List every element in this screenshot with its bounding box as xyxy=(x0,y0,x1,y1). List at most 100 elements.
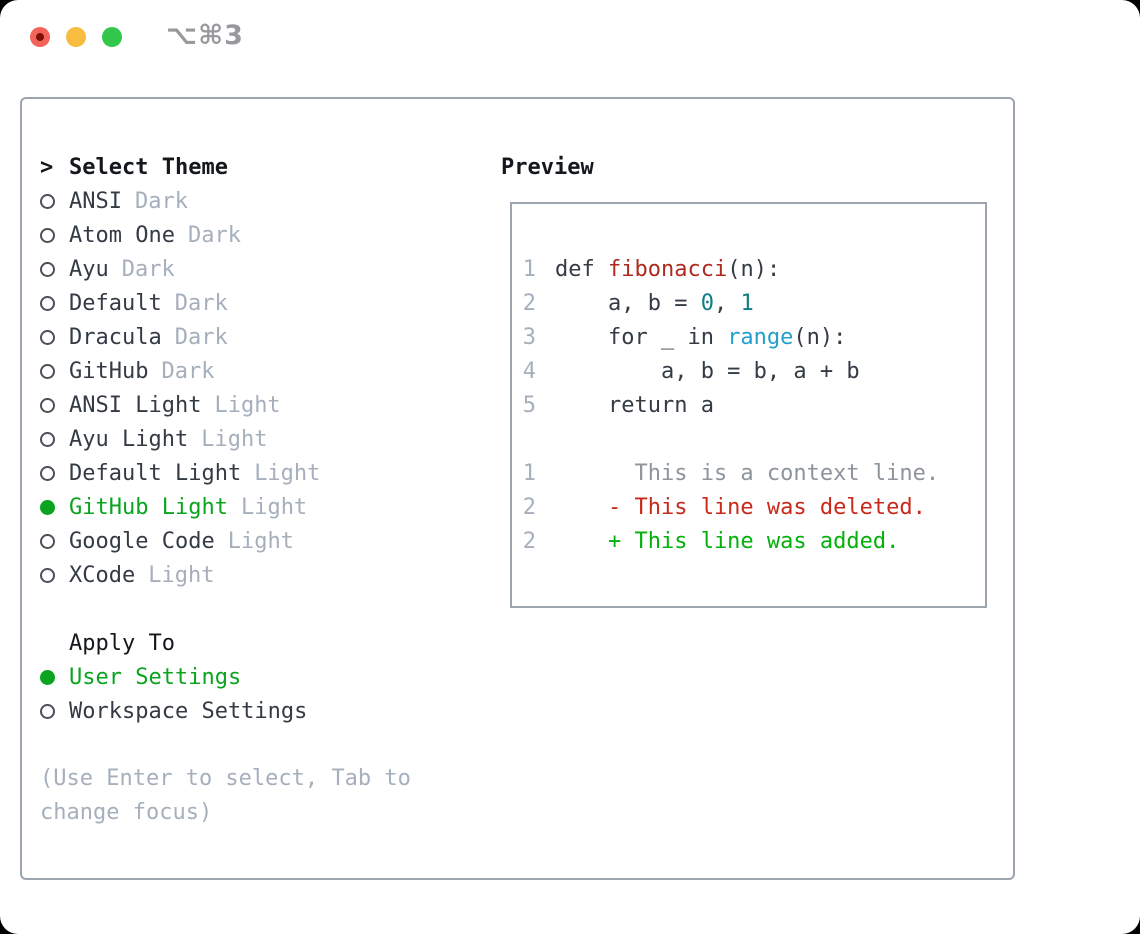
theme-variant-badge: Light xyxy=(148,562,215,588)
radio-unselected-icon xyxy=(40,431,55,447)
marker-gutter xyxy=(40,567,69,583)
apply-to-title: Apply To xyxy=(69,630,175,656)
titlebar: ⌥⌘3 xyxy=(0,0,1140,74)
traffic-light-minimize-button[interactable] xyxy=(66,27,86,47)
marker-gutter xyxy=(40,431,69,447)
theme-option-atom-one[interactable]: Atom One Dark xyxy=(40,218,470,252)
radio-unselected-icon xyxy=(40,329,55,345)
marker-gutter xyxy=(40,295,69,311)
theme-name: GitHub Light xyxy=(69,494,228,520)
code-token: return a xyxy=(555,392,714,418)
line-number: 1 xyxy=(522,256,536,282)
radio-selected-icon xyxy=(40,499,55,515)
preview-line: 1 This is a context line. xyxy=(522,456,985,490)
code-token: 0 xyxy=(700,290,714,316)
preview-line xyxy=(522,422,985,456)
radio-unselected-icon xyxy=(40,567,55,583)
marker-gutter xyxy=(40,465,69,481)
marker-gutter xyxy=(40,397,69,413)
apply-option-user-settings[interactable]: User Settings xyxy=(40,660,470,694)
apply-option-label: User Settings xyxy=(69,664,242,690)
line-number: 5 xyxy=(522,392,536,418)
theme-name: Ayu xyxy=(69,256,109,282)
select-theme-header: > Select Theme xyxy=(40,150,470,184)
code-token: a, b = xyxy=(555,290,701,316)
marker-gutter xyxy=(40,261,69,277)
code-token: + This line was added. xyxy=(555,528,900,554)
radio-unselected-icon xyxy=(40,465,55,481)
preview-line: 3 for _ in range(n): xyxy=(522,320,985,354)
marker-gutter xyxy=(40,363,69,379)
line-number: 2 xyxy=(522,290,536,316)
marker-gutter xyxy=(40,499,69,515)
preview-line: 2 + This line was added. xyxy=(522,524,985,558)
traffic-light-close-button[interactable] xyxy=(30,27,50,47)
radio-unselected-icon xyxy=(40,261,55,277)
theme-variant-badge: Dark xyxy=(174,290,228,316)
close-unsaved-dot-icon xyxy=(36,33,44,41)
theme-variant-badge: Light xyxy=(227,528,294,554)
line-number: 4 xyxy=(522,358,536,384)
theme-name: Ayu Light xyxy=(69,426,189,452)
theme-option-github[interactable]: GitHub Dark xyxy=(40,354,470,388)
theme-name: GitHub xyxy=(69,358,149,384)
theme-name: XCode xyxy=(69,562,136,588)
theme-variant-badge: Dark xyxy=(187,222,241,248)
radio-selected-icon xyxy=(40,669,55,685)
code-token: , xyxy=(713,290,741,316)
theme-name: Google Code xyxy=(69,528,215,554)
radio-unselected-icon xyxy=(40,193,55,209)
line-number: 2 xyxy=(522,494,536,520)
theme-name: Atom One xyxy=(69,222,175,248)
code-token: def xyxy=(555,256,608,282)
radio-unselected-icon xyxy=(40,295,55,311)
code-token: 1 xyxy=(740,290,754,316)
marker-gutter xyxy=(40,227,69,243)
theme-variant-badge: Light xyxy=(214,392,281,418)
code-token: for _ in xyxy=(555,324,728,350)
radio-unselected-icon xyxy=(40,703,55,719)
theme-option-default-light[interactable]: Default Light Light xyxy=(40,456,470,490)
theme-name: ANSI xyxy=(69,188,122,214)
traffic-light-zoom-button[interactable] xyxy=(102,27,122,47)
spacer xyxy=(40,728,470,762)
code-token: a, b = b, a + b xyxy=(555,358,860,384)
theme-option-ayu-light[interactable]: Ayu Light Light xyxy=(40,422,470,456)
marker-gutter xyxy=(40,669,69,685)
theme-variant-badge: Dark xyxy=(134,188,188,214)
preview-line: 5 return a xyxy=(522,388,985,422)
line-number: 2 xyxy=(522,528,536,554)
theme-option-google-code[interactable]: Google Code Light xyxy=(40,524,470,558)
marker-gutter xyxy=(40,703,69,719)
theme-variant-badge: Dark xyxy=(161,358,215,384)
keyboard-hint-text: (Use Enter to select, Tab to change focu… xyxy=(40,766,411,825)
preview-line: 2 - This line was deleted. xyxy=(522,490,985,524)
preview-line: 4 a, b = b, a + b xyxy=(522,354,985,388)
theme-variant-badge: Light xyxy=(201,426,268,452)
marker-gutter xyxy=(40,533,69,549)
focus-caret-icon: > xyxy=(40,154,54,180)
preview-title: Preview xyxy=(501,154,594,180)
window-shortcut-label: ⌥⌘3 xyxy=(166,20,244,51)
theme-option-ansi[interactable]: ANSI Dark xyxy=(40,184,470,218)
theme-name: Default Light xyxy=(69,460,242,486)
line-number: 3 xyxy=(522,324,536,350)
code-token: (n): xyxy=(727,256,781,282)
apply-to-header: Apply To xyxy=(40,626,470,660)
theme-variant-badge: Light xyxy=(254,460,321,486)
theme-option-github-light[interactable]: GitHub Light Light xyxy=(40,490,470,524)
theme-option-xcode[interactable]: XCode Light xyxy=(40,558,470,592)
apply-option-workspace-settings[interactable]: Workspace Settings xyxy=(40,694,470,728)
theme-variant-badge: Light xyxy=(240,494,308,520)
theme-variant-badge: Dark xyxy=(174,324,228,350)
